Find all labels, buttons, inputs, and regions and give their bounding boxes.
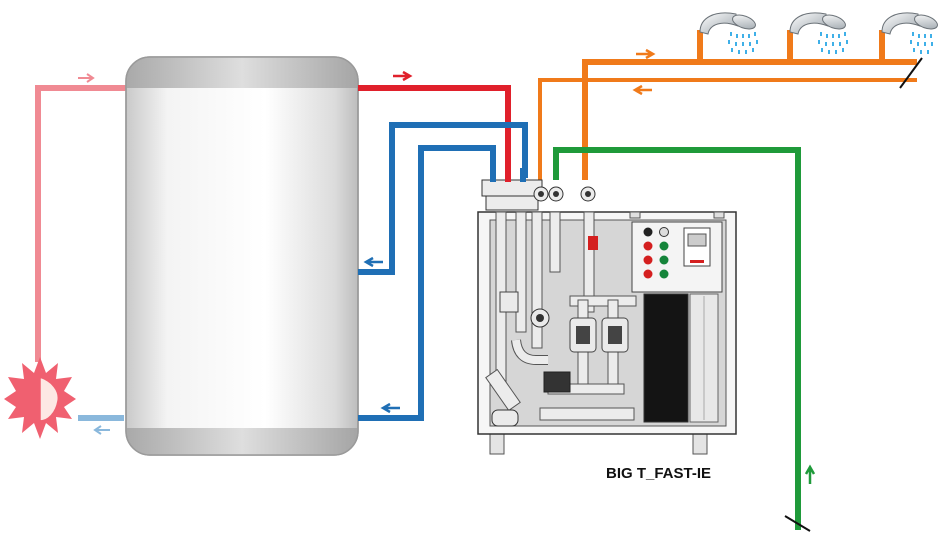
dhw-recirculation-pipe <box>538 78 917 180</box>
shower-icon <box>881 12 938 54</box>
shower-icon <box>789 12 848 54</box>
storage-tank <box>125 56 359 456</box>
hot-supply-pipe <box>358 85 511 172</box>
shower-icon <box>699 12 758 54</box>
cold-return-pipe-lower <box>358 145 496 421</box>
boiler-flow-pipe <box>35 85 128 362</box>
flow-arrow-icon <box>78 48 816 484</box>
cold-return-pipe-upper <box>358 122 528 275</box>
heat-exchanger-unit <box>477 168 737 455</box>
dhw-supply-pipe <box>582 30 917 180</box>
pipe-end-mark-dhw <box>899 57 923 89</box>
pipe-end-mark-cold <box>784 515 811 532</box>
flame-icon <box>4 357 76 439</box>
cold-water-pipe <box>553 147 801 530</box>
unit-label: BIG T_FAST-IE <box>606 465 712 482</box>
